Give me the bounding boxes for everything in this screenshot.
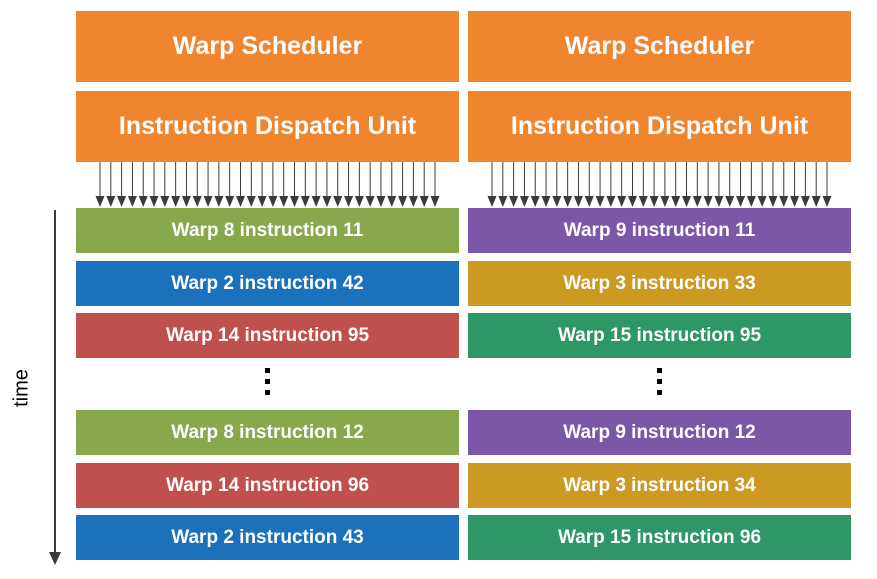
dispatch-arrow	[725, 162, 735, 207]
dispatch-arrow	[408, 162, 418, 207]
dispatch-arrow	[638, 162, 648, 207]
dispatch-arrow	[311, 162, 321, 207]
dispatch-arrow	[300, 162, 310, 207]
dispatch-arrow	[160, 162, 170, 207]
instruction-block: Warp 14 instruction 95	[76, 313, 459, 358]
instruction-block: Warp 9 instruction 12	[468, 410, 851, 455]
dispatch-arrow	[214, 162, 224, 207]
instruction-block: Warp 3 instruction 34	[468, 463, 851, 508]
dispatch-arrow	[714, 162, 724, 207]
dispatch-arrow	[552, 162, 562, 207]
dispatch-arrow	[95, 162, 105, 207]
dispatch-arrow	[746, 162, 756, 207]
left-scheduler-column: Warp Scheduler Instruction Dispatch Unit…	[76, 0, 459, 579]
dispatch-arrow	[519, 162, 529, 207]
dispatch-arrow	[127, 162, 137, 207]
warp-scheduler-left: Warp Scheduler	[76, 11, 459, 82]
instruction-block: Warp 8 instruction 11	[76, 208, 459, 253]
instruction-block: Warp 15 instruction 95	[468, 313, 851, 358]
dispatch-arrow	[573, 162, 583, 207]
instruction-block: Warp 8 instruction 12	[76, 410, 459, 455]
dispatch-arrow	[541, 162, 551, 207]
dispatch-arrows-left	[95, 162, 440, 207]
dispatch-arrow	[671, 162, 681, 207]
instruction-block: Warp 2 instruction 42	[76, 261, 459, 306]
dispatch-arrow	[682, 162, 692, 207]
instruction-dispatch-unit-right: Instruction Dispatch Unit	[468, 91, 851, 162]
dispatch-arrow	[736, 162, 746, 207]
dispatch-arrow	[171, 162, 181, 207]
dispatch-arrow	[692, 162, 702, 207]
dispatch-arrow	[768, 162, 778, 207]
dispatch-arrow	[430, 162, 440, 207]
dispatch-arrow	[627, 162, 637, 207]
dispatch-arrow	[800, 162, 810, 207]
dispatch-arrow	[203, 162, 213, 207]
dispatch-arrow	[419, 162, 429, 207]
dispatch-arrow	[387, 162, 397, 207]
dispatch-arrow	[333, 162, 343, 207]
dispatch-arrow	[487, 162, 497, 207]
dispatch-arrow	[617, 162, 627, 207]
dispatch-arrow	[354, 162, 364, 207]
dispatch-arrow	[530, 162, 540, 207]
dispatch-arrow	[192, 162, 202, 207]
dispatch-arrow	[660, 162, 670, 207]
dispatch-arrow	[398, 162, 408, 207]
instruction-block: Warp 9 instruction 11	[468, 208, 851, 253]
dispatch-arrow	[606, 162, 616, 207]
dispatch-arrow	[563, 162, 573, 207]
dispatch-arrows-right	[487, 162, 832, 207]
dispatch-arrow	[235, 162, 245, 207]
dispatch-arrow	[268, 162, 278, 207]
dispatch-arrow	[649, 162, 659, 207]
dispatch-arrow	[181, 162, 191, 207]
dispatch-arrow	[344, 162, 354, 207]
dispatch-arrow	[790, 162, 800, 207]
dispatch-arrow	[703, 162, 713, 207]
dispatch-arrow	[117, 162, 127, 207]
dispatch-arrow	[138, 162, 148, 207]
ellipsis-vertical-icon	[76, 364, 459, 400]
dispatch-arrow	[595, 162, 605, 207]
dispatch-arrow	[584, 162, 594, 207]
dispatch-arrow	[498, 162, 508, 207]
warp-scheduler-right: Warp Scheduler	[468, 11, 851, 82]
dispatch-arrow	[246, 162, 256, 207]
instruction-block: Warp 2 instruction 43	[76, 515, 459, 560]
instruction-dispatch-unit-left: Instruction Dispatch Unit	[76, 91, 459, 162]
time-axis-arrow	[49, 210, 61, 565]
dispatch-arrow	[757, 162, 767, 207]
instruction-block: Warp 15 instruction 96	[468, 515, 851, 560]
dispatch-arrow	[149, 162, 159, 207]
time-axis-label: time	[10, 369, 33, 407]
dispatch-arrow	[225, 162, 235, 207]
instruction-block: Warp 3 instruction 33	[468, 261, 851, 306]
dispatch-arrow	[509, 162, 519, 207]
dispatch-arrow	[322, 162, 332, 207]
dispatch-arrow	[257, 162, 267, 207]
instruction-block: Warp 14 instruction 96	[76, 463, 459, 508]
dispatch-arrow	[290, 162, 300, 207]
right-scheduler-column: Warp Scheduler Instruction Dispatch Unit…	[468, 0, 851, 579]
dispatch-arrow	[106, 162, 116, 207]
dispatch-arrow	[779, 162, 789, 207]
dispatch-arrow	[822, 162, 832, 207]
ellipsis-vertical-icon	[468, 364, 851, 400]
dispatch-arrow	[365, 162, 375, 207]
dispatch-arrow	[376, 162, 386, 207]
dispatch-arrow	[279, 162, 289, 207]
dispatch-arrow	[811, 162, 821, 207]
